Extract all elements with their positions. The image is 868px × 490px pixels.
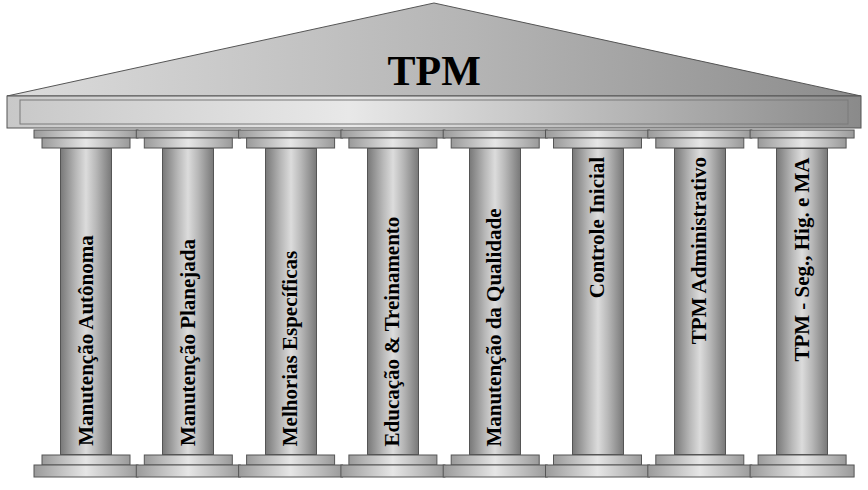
capital-plate	[451, 138, 539, 148]
pillar-label: Controle Inicial	[586, 157, 609, 298]
capital-plate	[656, 138, 744, 148]
capital-plate	[136, 130, 240, 138]
base-plate	[758, 455, 846, 465]
capital-plate	[546, 130, 650, 138]
base-plate	[34, 465, 138, 477]
pillar-column: TPM - Seg., Hig. e MA	[776, 148, 828, 455]
pillar-label: Manutenção Autônoma	[74, 235, 97, 446]
capital-plate	[349, 138, 437, 148]
capital-plate	[42, 138, 130, 148]
pillar-column: Manutenção Autônoma	[60, 148, 112, 455]
base-plate	[656, 455, 744, 465]
base-plate	[554, 455, 642, 465]
base-plate	[247, 455, 335, 465]
capital-plate	[750, 130, 854, 138]
pillar-label: Educação & Treinamento	[381, 216, 404, 446]
capital-plate	[144, 138, 232, 148]
capital-plate	[247, 138, 335, 148]
pillar-column: Controle Inicial	[572, 148, 624, 455]
pillar-label: TPM Administrativo	[688, 157, 711, 344]
pillar-column: Manutenção da Qualidade	[469, 148, 521, 455]
roof-slab	[7, 96, 861, 128]
base-plate	[341, 465, 445, 477]
capital-plate	[341, 130, 445, 138]
base-plate	[750, 465, 854, 477]
base-plate	[451, 455, 539, 465]
pillar-label: Manutenção Planejada	[177, 239, 200, 446]
pillar-label: TPM - Seg., Hig. e MA	[791, 157, 814, 361]
capital-plate	[554, 138, 642, 148]
pillar-label: Manutenção da Qualidade	[484, 208, 507, 446]
base-plate	[648, 465, 752, 477]
capital-plate	[239, 130, 343, 138]
pillar-column: Educação & Treinamento	[367, 148, 419, 455]
pillar-column: TPM Administrativo	[674, 148, 726, 455]
base-plate	[42, 455, 130, 465]
pillar-column: Melhorias Específicas	[265, 148, 317, 455]
base-plate	[136, 465, 240, 477]
pillar-column: Manutenção Planejada	[162, 148, 214, 455]
capital-plate	[34, 130, 138, 138]
roof-title: TPM	[388, 48, 481, 94]
roof-pediment: TPM	[6, 2, 862, 130]
base-plate	[546, 465, 650, 477]
pillar-label: Melhorias Específicas	[279, 251, 302, 446]
slab-inset	[20, 100, 848, 124]
capital-plate	[648, 130, 752, 138]
base-plate	[443, 465, 547, 477]
base-plate	[239, 465, 343, 477]
capital-plate	[443, 130, 547, 138]
roof-triangle	[7, 3, 861, 96]
base-plate	[144, 455, 232, 465]
capital-plate	[758, 138, 846, 148]
base-plate	[349, 455, 437, 465]
